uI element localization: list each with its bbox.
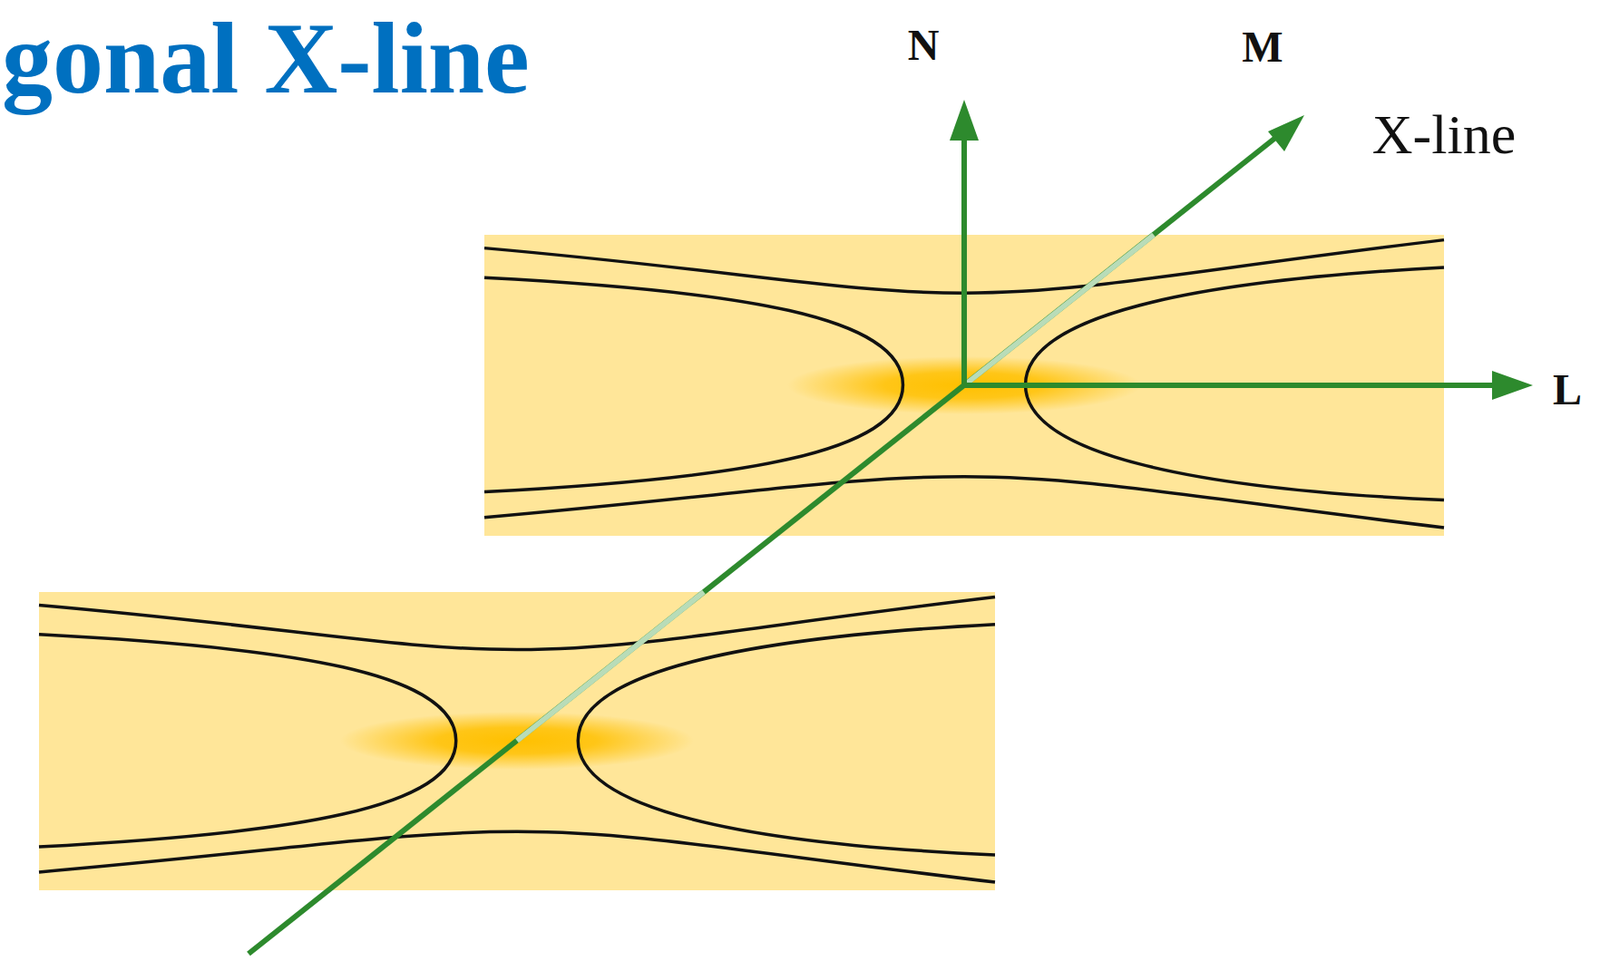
- x-line-axis: [248, 115, 1305, 955]
- axis-label: L: [1552, 368, 1582, 412]
- l-axis: [964, 370, 1533, 400]
- axis-label: N: [907, 23, 940, 68]
- slide-title: gonal X-line: [1, 7, 530, 109]
- axis-label: X-line: [1372, 106, 1516, 163]
- axis-label: M: [1241, 25, 1283, 69]
- n-axis: [949, 99, 979, 386]
